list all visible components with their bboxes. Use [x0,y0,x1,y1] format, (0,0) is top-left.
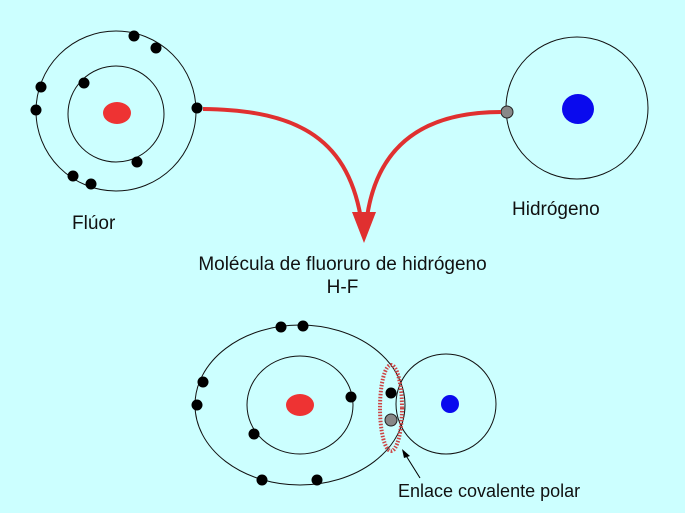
hydrogen-electron [500,105,514,119]
fluorine-label: Flúor [72,213,116,234]
electron [35,81,47,93]
fluorine-nucleus [103,102,131,124]
electron [311,474,323,486]
electron [150,42,162,54]
electron [275,321,287,333]
pointer-line [404,453,421,479]
fluorine-electrons [30,30,203,190]
electron [297,320,309,332]
molecule-formula: H-F [326,277,359,298]
electron [78,77,90,89]
electron [85,178,97,190]
hydrogen-atom [500,36,649,180]
fluorine-atom [30,30,203,192]
shared-hydrogen-electron [384,413,398,427]
molecule-electrons [191,320,397,486]
hydrogen-nucleus [562,94,594,124]
bond-pointer-arrow [402,449,421,479]
arrow-curve-left [202,107,364,226]
electron [131,156,143,168]
molecule-hydrogen-nucleus [441,395,459,413]
molecule-fluorine-inner-shell [246,355,354,455]
electron [128,30,140,42]
combine-arrow [202,107,502,243]
electron [256,474,268,486]
arrow-curve-right [364,110,502,226]
arrow-head [352,212,376,243]
electron [67,170,79,182]
electron [345,391,357,403]
hf-molecule [191,320,497,486]
covalent-bond-outline [378,363,404,453]
fluorine-inner-shell [67,65,165,163]
molecule-title: Molécula de fluoruro de hidrógeno [198,254,487,275]
electron [197,376,209,388]
hydrogen-label: Hidrógeno [512,199,600,220]
pointer-head [402,449,410,458]
electron [385,387,397,399]
electron [30,104,42,116]
electron [191,102,203,114]
molecule-fluorine-nucleus [286,394,314,416]
molecule-hydrogen-shell [395,353,497,455]
electron [248,428,260,440]
electron [191,399,203,411]
bond-label: Enlace covalente polar [398,481,581,501]
